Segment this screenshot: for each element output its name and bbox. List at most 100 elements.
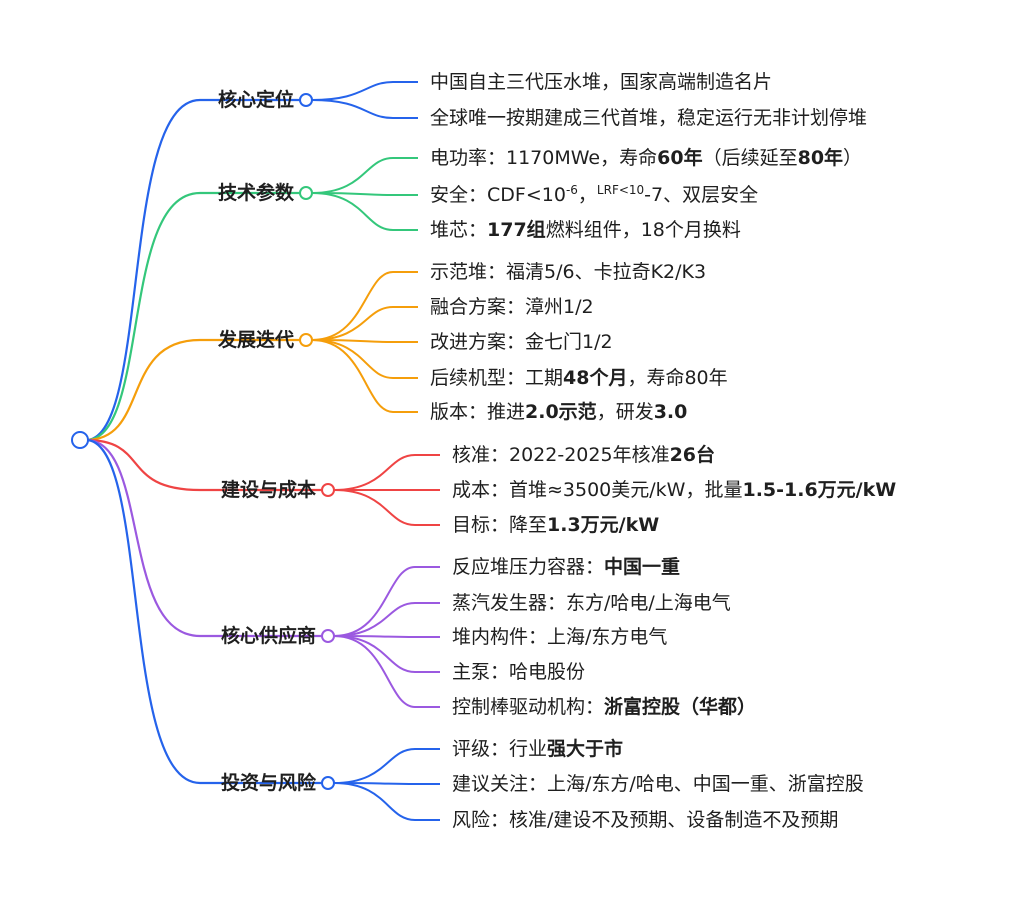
leaf-text-segment: 成本：首堆≈3500美元/kW，批量 xyxy=(452,479,743,501)
leaf-text-segment: 控制棒驱动机构： xyxy=(452,696,605,718)
branch-2-leaf-connector xyxy=(311,192,418,196)
branch-2-leaf[interactable]: 安全：CDF<10-6，LRF<10-7、双层安全 xyxy=(430,183,758,207)
branch-5-node[interactable] xyxy=(321,629,335,643)
branch-4-leaf[interactable]: 目标：降至1.3万元/kW xyxy=(452,513,659,537)
leaf-text-segment: 核准：2022-2025年核准 xyxy=(452,444,670,466)
branch-4-leaf-connector xyxy=(333,489,440,526)
leaf-text-segment: 评级：行业 xyxy=(452,738,548,760)
leaf-text-segment: ，研发 xyxy=(596,401,654,423)
branch-3-leaf-connector xyxy=(311,306,418,341)
branch-6-leaf[interactable]: 风险：核准/建设不及预期、设备制造不及预期 xyxy=(452,808,838,832)
leaf-text-segment: 燃料组件，18个月换料 xyxy=(545,219,741,241)
leaf-text-segment: 177组 xyxy=(487,219,546,241)
leaf-text-segment: 中国自主三代压水堆，国家高端制造名片 xyxy=(430,71,773,93)
branch-2-root-connector xyxy=(85,191,300,442)
leaf-text-segment: 融合方案：漳州1/2 xyxy=(430,296,594,318)
branch-6-leaf[interactable]: 建议关注：上海/东方/哈电、中国一重、浙富控股 xyxy=(452,772,864,796)
branch-4-node[interactable] xyxy=(321,483,335,497)
branch-4-label[interactable]: 建设与成本 xyxy=(220,479,316,501)
branch-4-leaf[interactable]: 核准：2022-2025年核准26台 xyxy=(452,443,715,467)
leaf-text-segment: ，寿命80年 xyxy=(627,367,728,389)
leaf-text-segment: 后续机型：工期 xyxy=(430,367,564,389)
branch-6-leaf-connector xyxy=(333,782,440,785)
branch-4-root-connector xyxy=(85,438,322,492)
branch-1-node[interactable] xyxy=(299,93,313,107)
branch-5-leaf[interactable]: 反应堆压力容器：中国一重 xyxy=(452,555,680,579)
branch-1-root-connector xyxy=(85,98,300,442)
leaf-text-segment: 3.0 xyxy=(653,401,688,423)
branch-5-leaf[interactable]: 控制棒驱动机构：浙富控股（华都） xyxy=(452,695,756,719)
leaf-text-segment: 26台 xyxy=(669,444,716,466)
branch-1-label[interactable]: 核心定位 xyxy=(217,89,294,111)
leaf-text-segment: 电功率：1170MWe，寿命 xyxy=(430,147,658,169)
branch-3-node[interactable] xyxy=(299,333,313,347)
leaf-text-segment: 示范堆：福清5/6、卡拉奇K2/K3 xyxy=(430,261,707,283)
leaf-text-segment: 1.3万元/kW xyxy=(547,514,660,536)
branch-3-leaf[interactable]: 改进方案：金七门1/2 xyxy=(430,330,613,354)
branch-6-root-connector xyxy=(85,438,322,785)
branch-2-node[interactable] xyxy=(299,186,313,200)
branch-2-leaf-connector xyxy=(311,192,418,231)
leaf-text-segment: ） xyxy=(843,147,863,169)
branch-6-leaf-connector xyxy=(333,748,440,784)
leaf-text-segment: 堆内构件：上海/东方电气 xyxy=(452,626,668,648)
branch-5-leaf-connector xyxy=(333,635,440,708)
leaf-text-segment: 目标：降至 xyxy=(452,514,548,536)
branch-6-node[interactable] xyxy=(321,776,335,790)
leaf-text-segment: 反应堆压力容器： xyxy=(452,556,605,578)
branch-3-label[interactable]: 发展迭代 xyxy=(217,329,294,351)
leaf-text-segment: 80年 xyxy=(797,147,844,169)
leaf-text-segment: 浙富控股（华都） xyxy=(604,696,757,718)
leaf-text-segment: 48个月 xyxy=(563,367,628,389)
leaf-text-segment: 中国一重 xyxy=(604,556,681,578)
branch-3-leaf-connector xyxy=(311,339,418,413)
branch-6-leaf-connector xyxy=(333,782,440,821)
leaf-text-segment: ， xyxy=(577,184,597,206)
branch-5-label[interactable]: 核心供应商 xyxy=(220,625,316,647)
branch-5-leaf-connector xyxy=(333,635,440,638)
branch-3-leaf-connector xyxy=(311,339,418,343)
leaf-text-segment: 安全：CDF<10 xyxy=(430,184,566,206)
branch-1-leaf-connector xyxy=(311,99,418,119)
branch-4-leaf[interactable]: 成本：首堆≈3500美元/kW，批量1.5-1.6万元/kW xyxy=(452,478,896,502)
branch-6-label[interactable]: 投资与风险 xyxy=(220,772,316,794)
branch-5-leaf-connector xyxy=(333,635,440,673)
branch-2-leaf[interactable]: 电功率：1170MWe，寿命60年（后续延至80年） xyxy=(430,146,862,170)
branch-1-leaf[interactable]: 中国自主三代压水堆，国家高端制造名片 xyxy=(430,70,772,94)
branch-5-leaf-connector xyxy=(333,566,440,637)
leaf-text-segment: （后续延至 xyxy=(702,147,798,169)
leaf-text-segment: LRF<10 xyxy=(596,183,645,197)
branch-3-leaf[interactable]: 后续机型：工期48个月，寿命80年 xyxy=(430,366,728,390)
leaf-text-segment: 全球唯一按期建成三代首堆，稳定运行无非计划停堆 xyxy=(430,107,868,129)
branch-5-leaf[interactable]: 堆内构件：上海/东方电气 xyxy=(452,625,667,649)
branch-3-root-connector xyxy=(85,338,300,442)
branch-4-leaf-connector xyxy=(333,454,440,491)
branch-1-leaf[interactable]: 全球唯一按期建成三代首堆，稳定运行无非计划停堆 xyxy=(430,106,867,130)
branch-3-leaf[interactable]: 示范堆：福清5/6、卡拉奇K2/K3 xyxy=(430,260,706,284)
branch-1-leaf-connector xyxy=(311,81,418,101)
leaf-text-segment: 改进方案：金七门1/2 xyxy=(430,331,613,353)
leaf-text-segment: -6 xyxy=(565,183,578,197)
branch-2-leaf[interactable]: 堆芯：177组燃料组件，18个月换料 xyxy=(430,218,741,242)
root-node[interactable] xyxy=(71,431,89,449)
leaf-text-segment: -7、双层安全 xyxy=(644,184,759,206)
leaf-text-segment: 1.5-1.6万元/kW xyxy=(742,479,897,501)
branch-6-leaf[interactable]: 评级：行业强大于市 xyxy=(452,737,623,761)
leaf-text-segment: 风险：核准/建设不及预期、设备制造不及预期 xyxy=(452,809,839,831)
leaf-text-segment: 蒸汽发生器：东方/哈电/上海电气 xyxy=(452,592,731,614)
leaf-text-segment: 2.0示范 xyxy=(525,401,597,423)
branch-5-root-connector xyxy=(85,438,322,638)
leaf-text-segment: 建议关注：上海/东方/哈电、中国一重、浙富控股 xyxy=(452,773,864,795)
branch-3-leaf[interactable]: 版本：推进2.0示范，研发3.0 xyxy=(430,400,687,424)
leaf-text-segment: 主泵：哈电股份 xyxy=(452,661,586,683)
branch-2-leaf-connector xyxy=(311,157,418,194)
branch-5-leaf[interactable]: 主泵：哈电股份 xyxy=(452,660,585,684)
leaf-text-segment: 版本：推进 xyxy=(430,401,526,423)
branch-3-leaf-connector xyxy=(311,271,418,341)
branch-3-leaf[interactable]: 融合方案：漳州1/2 xyxy=(430,295,594,319)
branch-5-leaf[interactable]: 蒸汽发生器：东方/哈电/上海电气 xyxy=(452,591,731,615)
leaf-text-segment: 60年 xyxy=(657,147,703,169)
branch-2-label[interactable]: 技术参数 xyxy=(217,182,294,204)
